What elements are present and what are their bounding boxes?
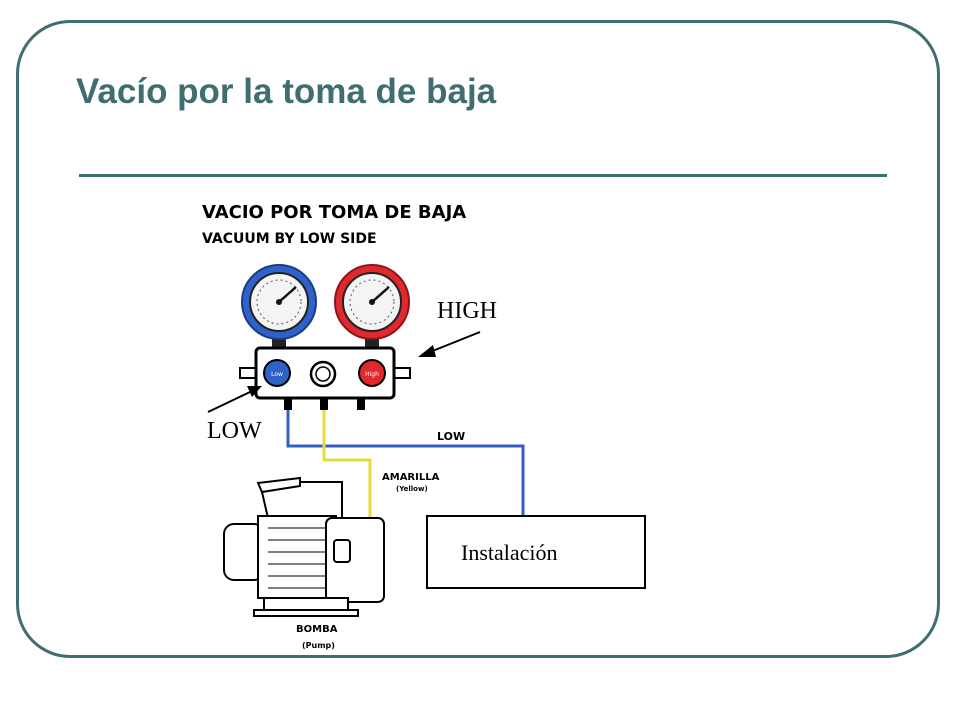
pump-sub: (Pump) bbox=[302, 641, 335, 650]
knob-high-text: High bbox=[365, 371, 379, 378]
label-low: LOW bbox=[207, 418, 262, 444]
hose-yellow-label: AMARILLA bbox=[382, 472, 440, 483]
diagram-heading-en: VACUUM BY LOW SIDE bbox=[202, 231, 377, 247]
page-title: Vacío por la toma de baja bbox=[76, 72, 497, 111]
installation-box bbox=[426, 515, 646, 589]
label-high: HIGH bbox=[437, 298, 497, 324]
manifold-diagram: VACIO POR TOMA DE BAJA VACUUM BY LOW SID… bbox=[202, 202, 646, 650]
installation-label: Instalación bbox=[461, 540, 558, 565]
arrow-icon bbox=[418, 331, 481, 357]
manifold-icon: Low High bbox=[239, 346, 411, 410]
hose-yellow-sub: (Yellow) bbox=[396, 485, 428, 493]
knob-low-text: Low bbox=[271, 371, 283, 378]
vacuum-pump-icon bbox=[223, 476, 385, 617]
hose-low bbox=[286, 410, 525, 518]
gauge-low-icon bbox=[241, 264, 317, 348]
arrow-icon bbox=[207, 386, 262, 413]
gauge-high-icon bbox=[334, 264, 410, 348]
diagram-heading-es: VACIO POR TOMA DE BAJA bbox=[202, 202, 466, 223]
hose-low-label: LOW bbox=[437, 430, 465, 443]
title-divider bbox=[79, 174, 887, 177]
hose-yellow bbox=[322, 410, 372, 518]
pump-label: BOMBA bbox=[296, 624, 338, 635]
